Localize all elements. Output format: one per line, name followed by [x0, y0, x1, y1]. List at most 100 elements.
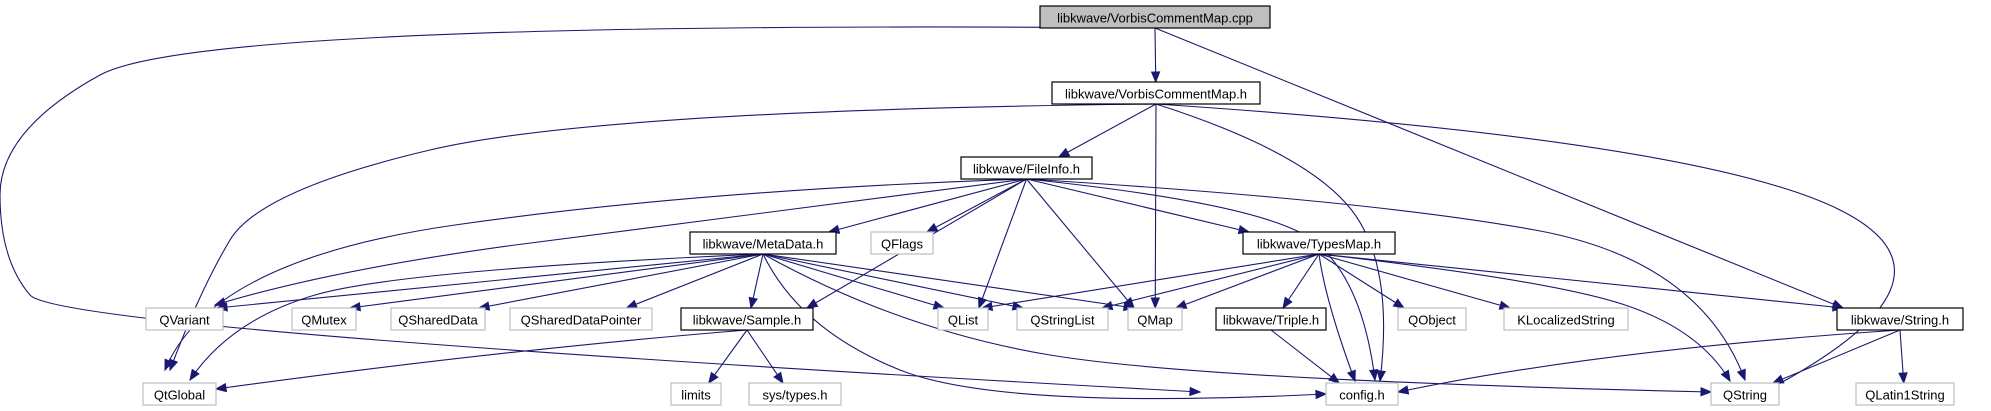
node-box — [689, 231, 837, 255]
arrowhead-n2-to-n22 — [1736, 368, 1746, 382]
edge-n0-to-n7 — [1154, 27, 1844, 309]
arrowhead-n0-to-n1 — [1150, 71, 1161, 84]
node-qflags: QFlags — [870, 231, 934, 255]
node-libkwave-sample-h[interactable]: libkwave/Sample.h — [680, 307, 814, 331]
node-box — [1503, 307, 1629, 331]
node-box — [1016, 307, 1109, 331]
arrowhead-n7-to-n21 — [1396, 385, 1410, 395]
node-box — [1051, 81, 1261, 105]
node-label: libkwave/String.h — [1851, 313, 1949, 328]
node-libkwave-triple-h[interactable]: libkwave/Triple.h — [1215, 307, 1327, 331]
node-label: sys/types.h — [762, 388, 827, 403]
node-box — [1039, 5, 1271, 29]
edge-n3-to-n12 — [626, 253, 764, 309]
node-label: libkwave/Sample.h — [693, 313, 801, 328]
edge-n3-to-n18 — [189, 253, 764, 381]
edge-n3-to-n22 — [762, 253, 1712, 393]
arrowhead-n3-to-n12 — [625, 299, 639, 309]
edge-n4-to-n6 — [1282, 253, 1320, 309]
node-qtglobal: QtGlobal — [142, 382, 217, 406]
arrowhead-n1-to-n15 — [1150, 297, 1161, 310]
node-box — [680, 307, 814, 331]
node-box — [1127, 307, 1183, 331]
node-label: QString — [1723, 388, 1767, 403]
node-label: libkwave/MetaData.h — [703, 237, 824, 252]
node-qshareddatapointer: QSharedDataPointer — [509, 307, 653, 331]
node-libkwave-fileinfo-h[interactable]: libkwave/FileInfo.h — [960, 156, 1093, 180]
edge-n4-to-n16 — [1318, 253, 1405, 309]
edge-n2-to-n21 — [1026, 178, 1376, 381]
arrowhead-n3-to-n22 — [1700, 387, 1713, 397]
arrowhead-n4-to-n15 — [1174, 299, 1188, 309]
node-label: config.h — [1339, 388, 1385, 403]
edge-n2-to-n3 — [828, 178, 1027, 233]
node-label: QList — [948, 313, 979, 328]
arrowhead-n0-to-n21 — [1189, 386, 1202, 397]
node-config-h: config.h — [1325, 382, 1399, 406]
node-box — [145, 307, 224, 331]
edge-n2-to-n22 — [1026, 178, 1746, 381]
arrowhead-n2-to-n8 — [925, 222, 939, 233]
edge-n0-to-n21 — [0, 26, 1201, 393]
nodes-layer: libkwave/VorbisCommentMap.cpp libkwave/Vo… — [142, 5, 1964, 406]
node-label: QVariant — [159, 313, 210, 328]
arrowhead-n3-to-n5 — [748, 296, 758, 310]
edge-n4-to-n15 — [1175, 253, 1320, 309]
node-libkwave-metadata-h[interactable]: libkwave/MetaData.h — [689, 231, 837, 255]
node-label: QObject — [1408, 313, 1456, 328]
node-libkwave-vorbiscommentmap-cpp[interactable]: libkwave/VorbisCommentMap.cpp — [1039, 5, 1271, 29]
arrowhead-n3-to-n18 — [189, 368, 200, 382]
edge-n2-to-n9 — [214, 178, 1027, 306]
arrowhead-n4-to-n16 — [1392, 298, 1406, 309]
edge-n4-to-n13 — [981, 253, 1320, 309]
node-qstringlist: QStringList — [1016, 307, 1109, 331]
arrowhead-n2-to-n21 — [1368, 368, 1379, 382]
arrowhead-n5-to-n18 — [214, 382, 228, 393]
edge-n3-to-n10 — [349, 253, 764, 309]
node-box — [1710, 382, 1780, 406]
edge-n2-to-n8 — [926, 178, 1027, 233]
node-box — [509, 307, 653, 331]
node-box — [960, 156, 1093, 180]
arrowhead-n4-to-n21 — [1346, 369, 1356, 383]
node-qlatin1string: QLatin1String — [1855, 382, 1955, 406]
node-label: QMap — [1137, 313, 1172, 328]
edge-n1-to-n18 — [169, 103, 1157, 371]
node-box — [870, 231, 934, 255]
edge-n3-to-n15 — [762, 253, 1135, 309]
node-qmutex: QMutex — [291, 307, 357, 331]
node-label: libkwave/Triple.h — [1223, 313, 1319, 328]
edge-n4-to-n21 — [1318, 253, 1356, 382]
node-box — [390, 307, 486, 331]
node-label: QMutex — [301, 313, 347, 328]
node-label: QSharedDataPointer — [521, 313, 642, 328]
node-label: libkwave/VorbisCommentMap.cpp — [1057, 11, 1253, 26]
node-label: QStringList — [1030, 313, 1095, 328]
edge-n6-to-n21 — [1270, 329, 1340, 384]
edge-n4-to-n7 — [1318, 253, 1844, 309]
node-qstring: QString — [1710, 382, 1780, 406]
arrowhead-n7-to-n23 — [1898, 372, 1908, 385]
edge-n5-to-n20 — [746, 329, 784, 384]
node-label: limits — [681, 388, 711, 403]
edge-n4-to-n22 — [1318, 253, 1731, 382]
node-limits: limits — [670, 382, 722, 406]
node-libkwave-string-h[interactable]: libkwave/String.h — [1836, 307, 1964, 331]
arrowhead-n4-to-n6 — [1282, 296, 1293, 310]
edge-n3-to-n9 — [216, 253, 764, 309]
node-qobject: QObject — [1397, 307, 1467, 331]
node-label: QLatin1String — [1865, 388, 1945, 403]
edge-n2-to-n18 — [164, 178, 1027, 371]
node-box — [1397, 307, 1467, 331]
arrowhead-n3-to-n21 — [1315, 389, 1328, 400]
edge-n4-to-n14 — [1101, 253, 1320, 309]
arrowhead-n2-to-n18 — [164, 358, 174, 372]
edge-n1-to-n2 — [1058, 103, 1157, 158]
node-sys-types-h: sys/types.h — [748, 382, 842, 406]
edge-n3-to-n11 — [478, 253, 764, 309]
node-libkwave-typesmap-h[interactable]: libkwave/TypesMap.h — [1242, 231, 1396, 255]
arrowhead-n1-to-n2 — [1057, 147, 1071, 158]
arrowhead-n7-to-n22 — [1771, 374, 1785, 384]
node-libkwave-vorbiscommentmap-h[interactable]: libkwave/VorbisCommentMap.h — [1051, 81, 1261, 105]
